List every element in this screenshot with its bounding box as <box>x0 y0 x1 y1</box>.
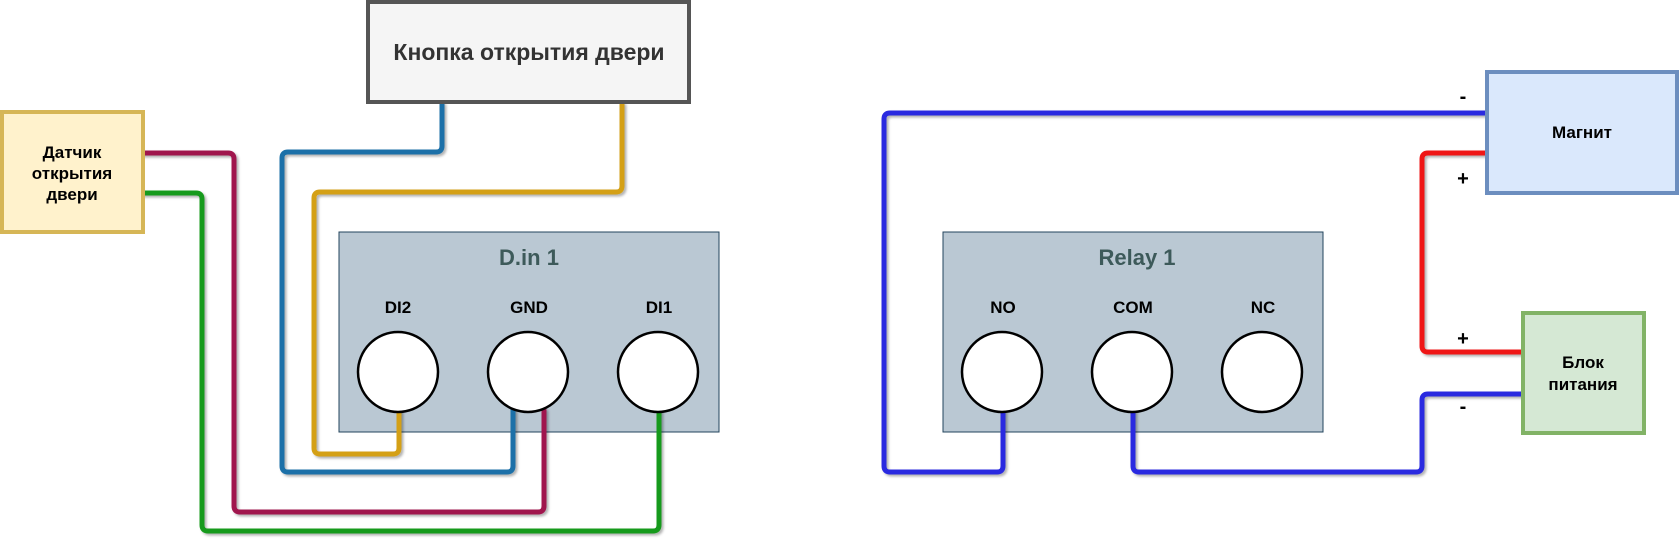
power-supply-label-line-1: Блок <box>1562 353 1604 372</box>
polarity-magnet-plus: + <box>1457 168 1469 190</box>
door-button-box: Кнопка открытия двери <box>366 0 691 104</box>
wire-button-to-gnd <box>279 101 516 475</box>
wire-button-to-di2 <box>311 101 625 457</box>
terminal-com <box>1090 330 1174 414</box>
power-supply-box: Блок питания <box>1521 311 1646 435</box>
terminal-label-no: NO <box>990 298 1016 317</box>
terminal-label-nc: NC <box>1251 298 1276 317</box>
terminal-label-gnd: GND <box>510 298 548 317</box>
terminal-di2 <box>356 330 440 414</box>
door-button-label: Кнопка открытия двери <box>393 39 664 65</box>
polarity-power-minus: - <box>1460 396 1467 418</box>
door-sensor-box: Датчик открытия двери <box>0 110 145 234</box>
terminal-label-com: COM <box>1113 298 1153 317</box>
wire-magnet-plus-to-power-plus <box>1419 150 1527 355</box>
din-module-title: D.in 1 <box>499 245 559 270</box>
wire-com-to-power-minus <box>1130 391 1527 475</box>
wire-magnet-minus-to-no <box>881 110 1491 475</box>
polarity-magnet-minus: - <box>1460 86 1467 108</box>
power-supply-label-line-2: питания <box>1548 375 1617 394</box>
terminal-di1 <box>616 330 700 414</box>
door-sensor-label-line-3: двери <box>46 185 97 204</box>
door-sensor-label-line-1: Датчик <box>43 143 102 162</box>
polarity-power-plus: + <box>1457 328 1469 350</box>
terminal-no <box>960 330 1044 414</box>
terminal-label-di2: DI2 <box>385 298 411 317</box>
terminal-gnd <box>486 330 570 414</box>
wire-sensor-to-di1 <box>139 190 662 534</box>
wire-sensor-to-gnd <box>139 150 547 515</box>
magnet-label: Магнит <box>1552 123 1612 142</box>
relay-module-title: Relay 1 <box>1098 245 1175 270</box>
terminal-nc <box>1220 330 1304 414</box>
door-sensor-label-line-2: открытия <box>32 164 112 183</box>
terminal-label-di1: DI1 <box>646 298 672 317</box>
magnet-box: Магнит <box>1485 70 1679 195</box>
